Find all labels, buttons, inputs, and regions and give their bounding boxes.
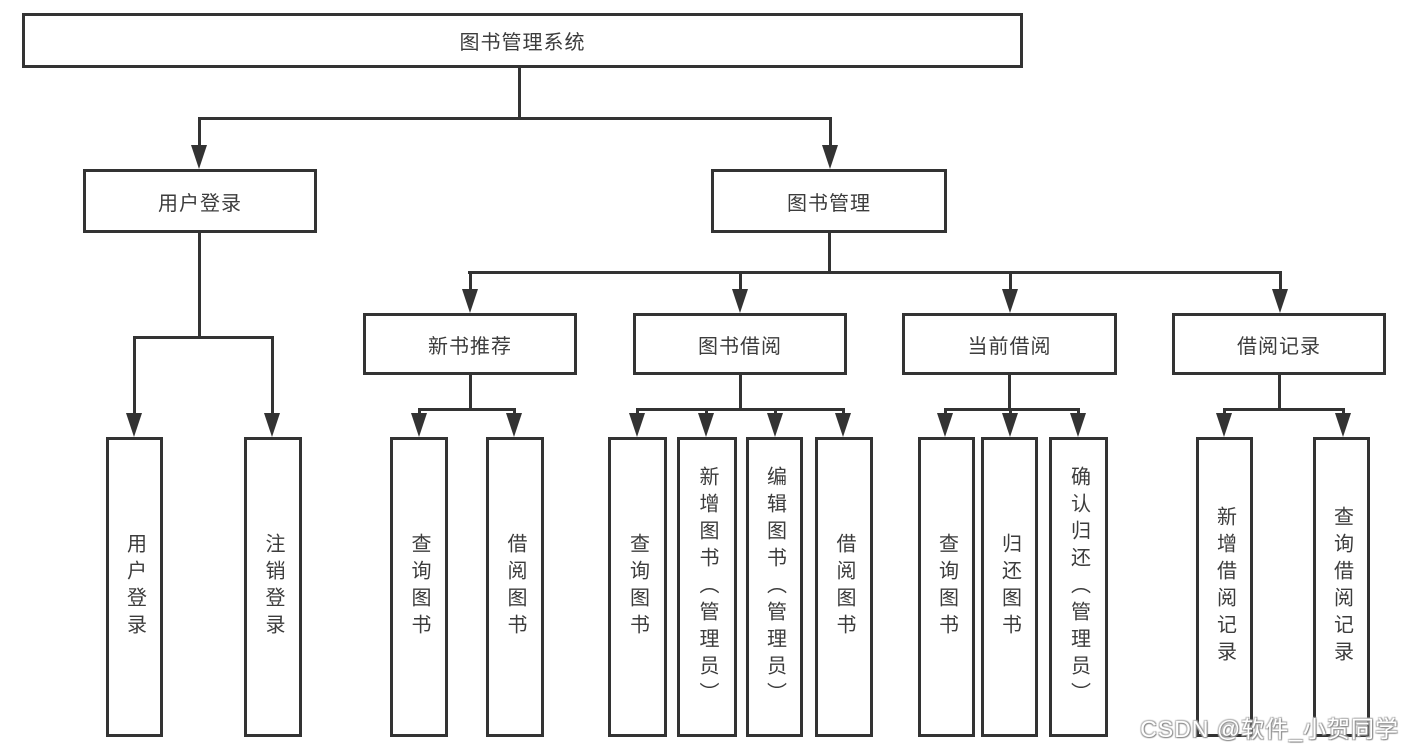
connector-line (636, 408, 845, 411)
node-current-borrow-label: 当前借阅 (967, 335, 1052, 358)
node-leaf-confirm-return-admin-label: 确认归还（管理员） (1067, 465, 1090, 709)
connector-line (636, 408, 639, 416)
node-leaf-query-borrow-record: 查询借阅记录 (1313, 437, 1370, 737)
connector-line (705, 408, 708, 416)
arrowhead-down-icon (1272, 289, 1288, 313)
connector-line (944, 408, 947, 416)
node-book-management: 图书管理 (711, 169, 947, 233)
node-leaf-add-borrow-record: 新增借阅记录 (1196, 437, 1253, 737)
connector-line (1223, 408, 1226, 416)
node-leaf-add-books-admin-label: 新增图书（管理员） (696, 465, 718, 709)
connector-line (1342, 408, 1345, 416)
node-leaf-return-books-label: 归还图书 (998, 533, 1021, 641)
arrowhead-down-icon (506, 413, 522, 437)
connector-line (1008, 375, 1011, 411)
arrowhead-down-icon (411, 413, 427, 437)
connector-line (198, 117, 201, 149)
arrowhead-down-icon (937, 413, 953, 437)
node-root-label: 图书管理系统 (459, 32, 586, 54)
arrowhead-down-icon (264, 413, 280, 437)
connector-line (198, 233, 201, 339)
connector-line (133, 336, 136, 416)
connector-line (828, 233, 831, 274)
connector-line (133, 336, 274, 339)
arrowhead-down-icon (1002, 413, 1018, 437)
connector-line (513, 408, 516, 416)
connector-line (518, 68, 521, 117)
node-leaf-borrow-books-recommend: 借阅图书 (486, 437, 544, 737)
arrowhead-down-icon (462, 289, 478, 313)
node-leaf-query-books-borrow-label: 查询图书 (626, 533, 649, 641)
connector-line (418, 408, 421, 416)
arrowhead-down-icon (822, 145, 838, 169)
node-borrow-record: 借阅记录 (1172, 313, 1386, 375)
connector-line (829, 117, 832, 149)
node-user-login-label: 用户登录 (158, 192, 242, 215)
arrowhead-down-icon (767, 413, 783, 437)
node-user-login: 用户登录 (83, 169, 317, 233)
node-borrow-record-label: 借阅记录 (1237, 335, 1321, 358)
node-leaf-return-books: 归还图书 (981, 437, 1038, 737)
arrowhead-down-icon (1002, 289, 1018, 313)
connector-line (1077, 408, 1080, 416)
connector-line (469, 375, 472, 411)
connector-line (469, 271, 472, 291)
connector-line (1009, 408, 1012, 416)
arrowhead-down-icon (1216, 413, 1232, 437)
connector-line (1223, 408, 1345, 411)
connector-line (1009, 271, 1012, 291)
node-leaf-query-borrow-record-label: 查询借阅记录 (1330, 506, 1353, 668)
node-leaf-borrow-books-recommend-label: 借阅图书 (504, 533, 526, 641)
node-leaf-edit-books-admin-label: 编辑图书（管理员） (763, 465, 786, 709)
node-leaf-query-books-borrow: 查询图书 (608, 437, 667, 737)
connector-line (842, 408, 845, 416)
arrowhead-down-icon (629, 413, 645, 437)
node-current-borrow: 当前借阅 (902, 313, 1117, 375)
node-leaf-query-books-recommend-label: 查询图书 (408, 533, 430, 641)
arrowhead-down-icon (732, 289, 748, 313)
connector-line (1278, 375, 1281, 411)
node-leaf-logout-label: 注销登录 (262, 533, 284, 641)
node-leaf-borrow-books-label: 借阅图书 (833, 533, 855, 641)
node-leaf-add-borrow-record-label: 新增借阅记录 (1213, 506, 1236, 668)
node-leaf-query-books-recommend: 查询图书 (390, 437, 448, 737)
node-leaf-user-login-label: 用户登录 (123, 533, 146, 641)
connector-line (739, 375, 742, 411)
connector-line (271, 336, 274, 416)
node-leaf-query-books-current-label: 查询图书 (935, 533, 958, 641)
connector-line (774, 408, 777, 416)
arrowhead-down-icon (835, 413, 851, 437)
node-new-book-recommend-label: 新书推荐 (428, 335, 512, 358)
node-new-book-recommend: 新书推荐 (363, 313, 577, 375)
csdn-watermark: CSDN @软件_小贺同学 (1140, 716, 1399, 742)
node-leaf-logout: 注销登录 (244, 437, 302, 737)
node-leaf-add-books-admin: 新增图书（管理员） (677, 437, 737, 737)
arrowhead-down-icon (1335, 413, 1351, 437)
connector-line (418, 408, 516, 411)
connector-line (468, 271, 1282, 274)
node-leaf-edit-books-admin: 编辑图书（管理员） (746, 437, 803, 737)
connector-line (739, 271, 742, 291)
arrowhead-down-icon (698, 413, 714, 437)
node-book-management-label: 图书管理 (787, 192, 871, 215)
node-leaf-user-login: 用户登录 (106, 437, 163, 737)
node-book-borrow-label: 图书借阅 (698, 335, 782, 358)
arrowhead-down-icon (191, 145, 207, 169)
node-root: 图书管理系统 (22, 13, 1023, 68)
arrowhead-down-icon (1070, 413, 1086, 437)
node-leaf-borrow-books: 借阅图书 (815, 437, 873, 737)
connector-line (198, 117, 832, 120)
node-leaf-confirm-return-admin: 确认归还（管理员） (1049, 437, 1108, 737)
node-book-borrow: 图书借阅 (633, 313, 847, 375)
node-leaf-query-books-current: 查询图书 (918, 437, 975, 737)
connector-line (1279, 271, 1282, 291)
arrowhead-down-icon (126, 413, 142, 437)
